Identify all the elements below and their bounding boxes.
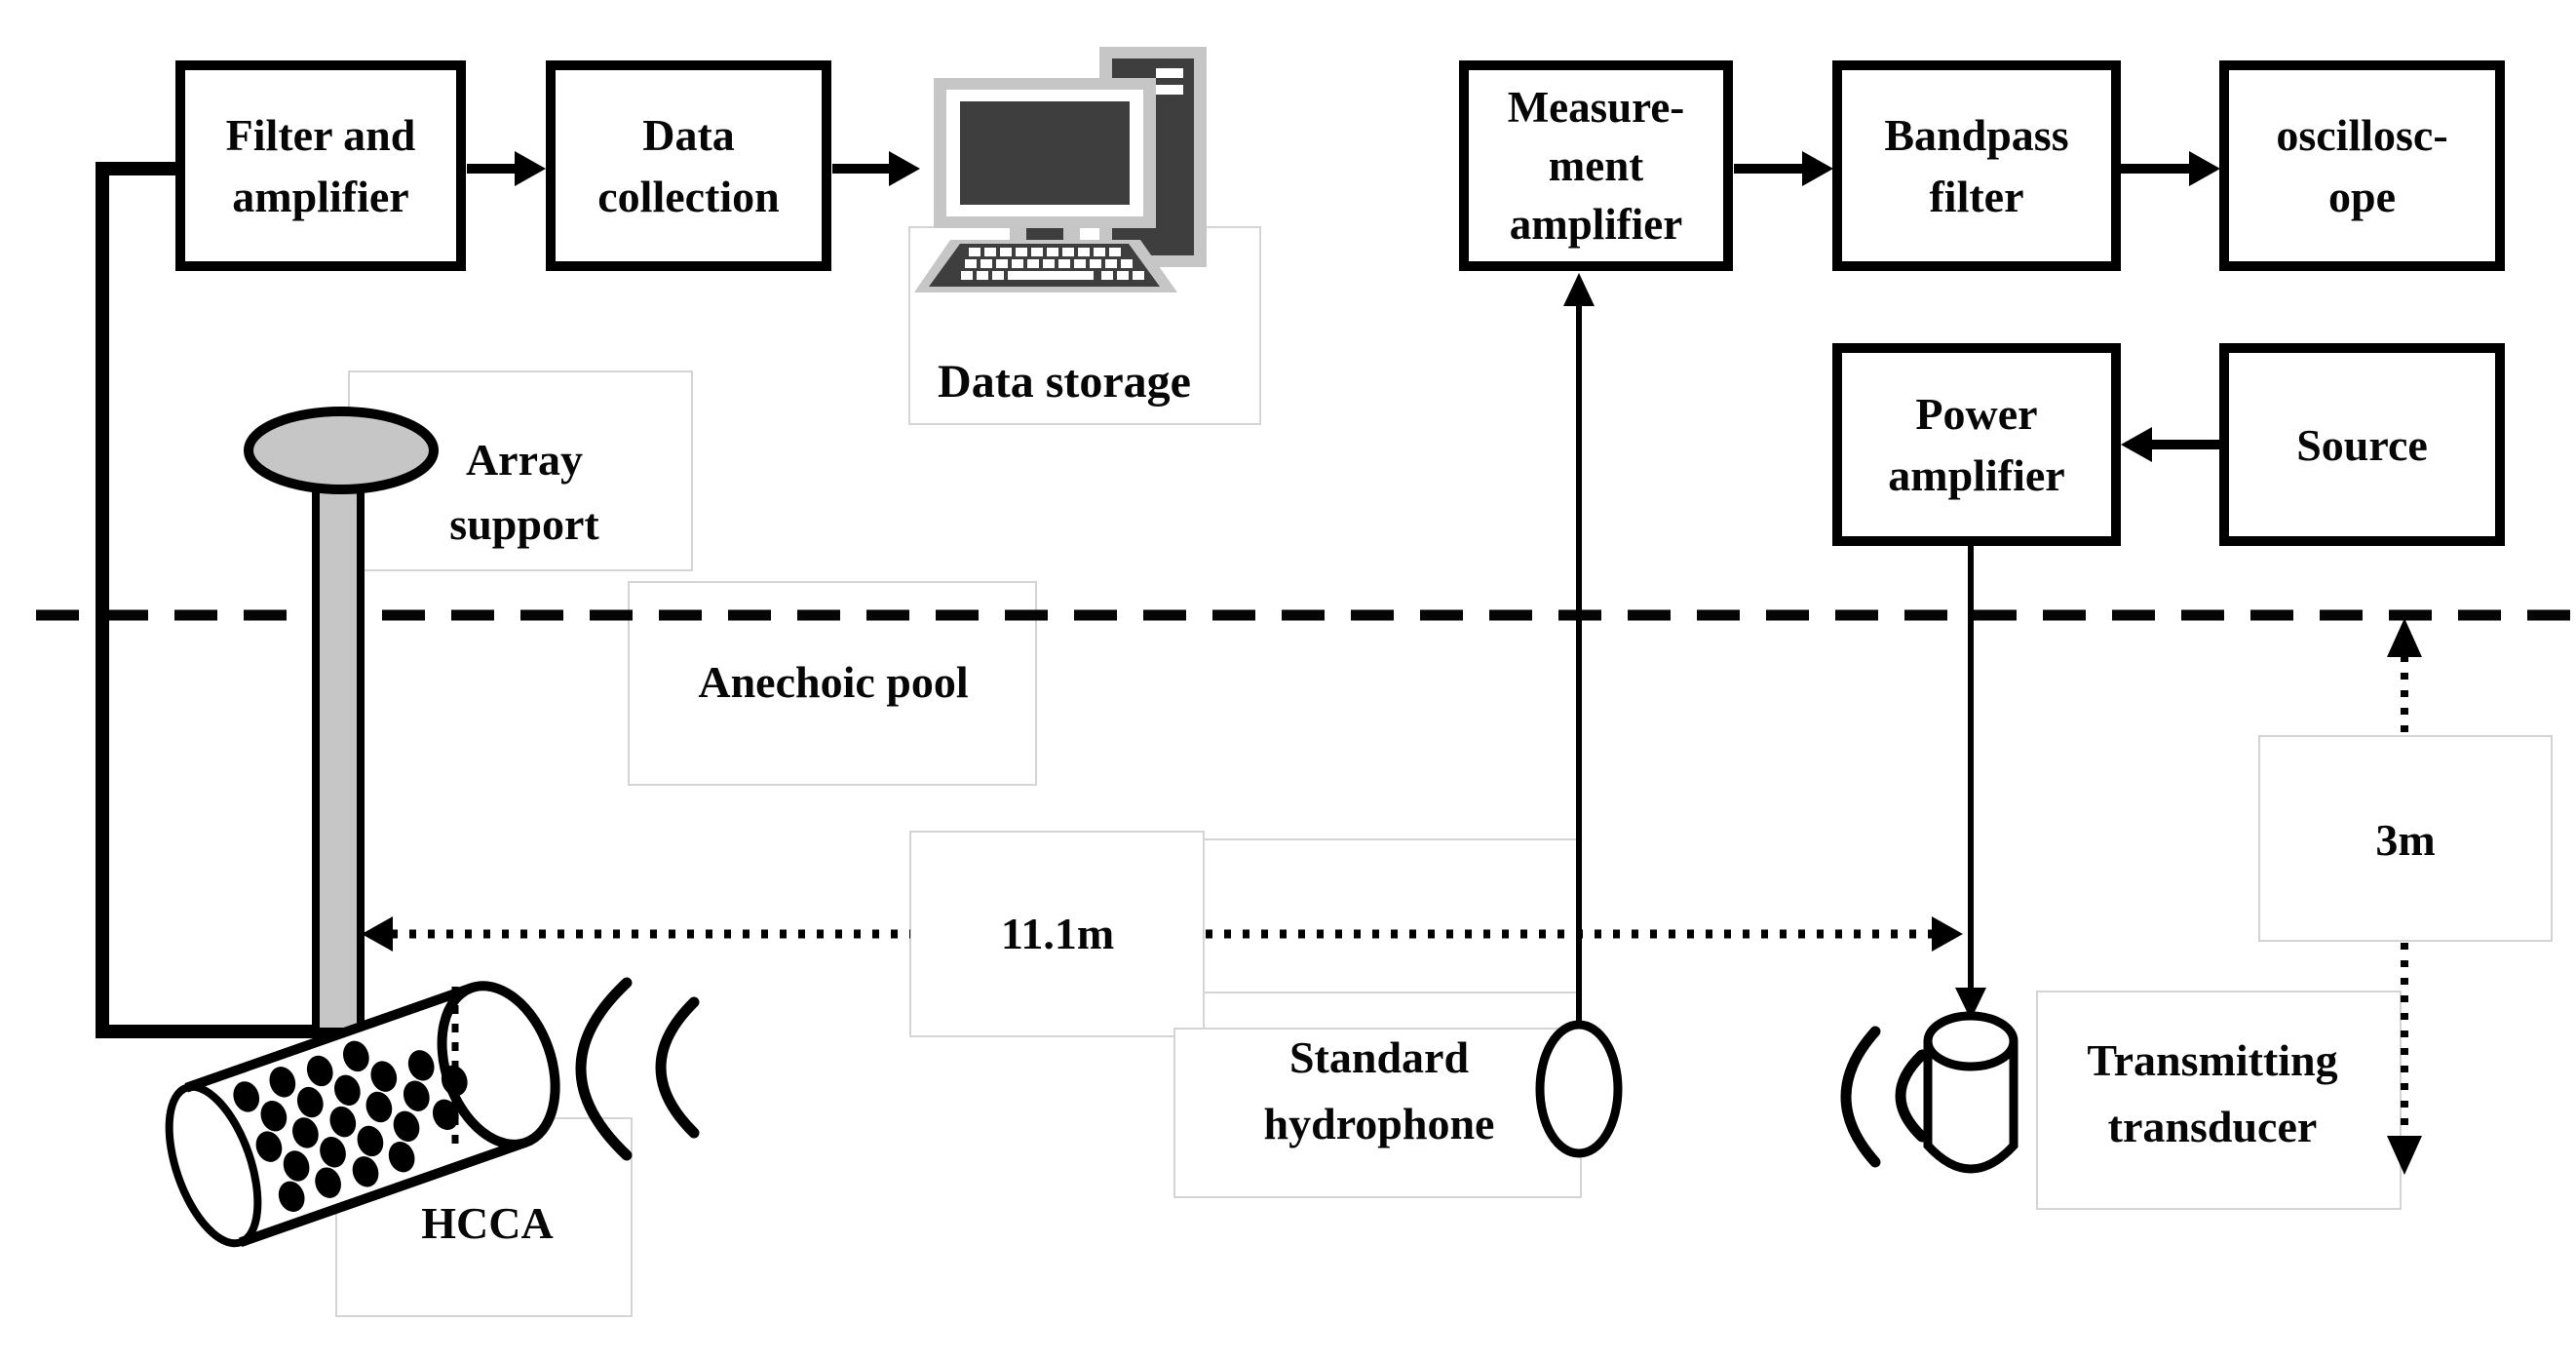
computer-tower-slot (1156, 68, 1183, 78)
standard-hydrophone-label: Standard hydrophone (1264, 1025, 1495, 1157)
distance-11m-label: 11.1m (1001, 902, 1114, 966)
arrowhead-collection-to-storage (889, 151, 920, 186)
arrowhead-source-to-poweramp (2121, 427, 2152, 462)
box-label-line: collection (597, 172, 780, 221)
box-label-line: ment (1548, 141, 1644, 190)
transducer-wave-arcs-icon (1840, 1026, 1928, 1168)
computer-screen (960, 101, 1130, 205)
arrowhead-poweramp-to-transducer (1955, 988, 1986, 1020)
computer-icon (914, 47, 1207, 292)
transmitting-transducer-label: Transmitting transducer (2087, 1028, 2337, 1160)
box-label-line: Power (1915, 389, 2038, 439)
label-line: support (449, 499, 599, 549)
wave-arc-small (1895, 1049, 1928, 1143)
arrowhead-bandpass-to-oscilloscope (2189, 151, 2220, 186)
label-line: Array (465, 435, 584, 485)
box-label-line: ope (2328, 172, 2396, 221)
label-line: Data storage (938, 356, 1191, 408)
frame-distance-vertical (2258, 735, 2553, 942)
hcca-top-edge (184, 983, 474, 1093)
array-support-top (244, 407, 439, 494)
frame-standard-hydrophone (1173, 1028, 1582, 1198)
array-support-label: Array support (449, 428, 598, 557)
arrowhead-measamp-to-bandpass (1802, 151, 1833, 186)
label-line: 3m (2375, 815, 2436, 865)
label-line: Anechoic pool (698, 657, 969, 707)
distance-11m-arrowhead-right (1932, 916, 1963, 952)
distance-arrows (362, 618, 2422, 1175)
box-bandpass-filter: Bandpass filter (1832, 60, 2121, 271)
wave-arc-large (575, 977, 633, 1161)
label-line: Transmitting (2087, 1035, 2338, 1085)
box-label-line: Source (2296, 419, 2428, 470)
hcca-bottom-edge (239, 1138, 527, 1247)
hcca-label: HCCA (421, 1191, 553, 1256)
box-oscilloscope: oscillosc- ope (2219, 60, 2505, 271)
arrowhead-filter-to-collection (515, 151, 546, 186)
distance-3m-arrowhead-up (2387, 618, 2422, 657)
box-filter-amplifier: Filter and amplifier (175, 60, 466, 271)
transducer-body (1923, 1041, 2019, 1174)
computer-keys (961, 248, 1144, 280)
box-measurement-amplifier: Measure- ment amplifier (1459, 60, 1733, 271)
array-signal-cable (96, 162, 333, 1038)
box-label-line: oscillosc- (2276, 110, 2448, 160)
box-power-amplifier: Power amplifier (1832, 343, 2121, 546)
wave-arc-large (1840, 1026, 1881, 1168)
box-label-line: filter (1929, 172, 2024, 221)
label-line: transducer (2107, 1102, 2318, 1151)
hcca-element-dots (233, 1040, 468, 1213)
computer-tower-slot (1156, 85, 1183, 95)
label-line: hydrophone (1263, 1099, 1495, 1148)
computer-stand (1026, 228, 1063, 243)
frame-transmitting-transducer (2036, 991, 2402, 1210)
distance-3m-arrowhead-down (2387, 1136, 2422, 1175)
wave-arc-small (655, 996, 700, 1139)
distance-3m-label: 3m (2375, 808, 2435, 873)
label-line: HCCA (421, 1198, 554, 1248)
frame-distance-horizontal (909, 831, 1205, 1037)
transducer-icon (1923, 1011, 2019, 1174)
label-line: 11.1m (1000, 909, 1115, 958)
box-data-collection: Data collection (546, 60, 831, 271)
transducer-top (1923, 1011, 2019, 1071)
box-label-line: Data (642, 110, 735, 160)
hcca-array-icon (165, 981, 560, 1248)
box-label-line: amplifier (1509, 200, 1683, 249)
box-label-line: Filter and (225, 110, 416, 160)
anechoic-pool-label: Anechoic pool (698, 650, 968, 715)
box-label-line: Bandpass (1884, 110, 2069, 160)
box-source: Source (2219, 343, 2505, 546)
arrowhead-hydrophone-to-measamp (1563, 273, 1595, 306)
frame-blank (1203, 838, 1582, 993)
array-support-pole (312, 454, 365, 1035)
box-label-line: amplifier (1888, 450, 2065, 500)
computer-spacebar (1008, 271, 1094, 280)
data-storage-label: Data storage (938, 350, 1191, 414)
hcca-wave-arcs-icon (575, 977, 700, 1161)
distance-11m-arrowhead-left (362, 916, 393, 952)
flow-arrows (467, 151, 2230, 1026)
box-label-line: amplifier (232, 172, 409, 221)
label-line: Standard (1288, 1032, 1470, 1082)
hydrophone-icon (1535, 1020, 1623, 1158)
box-label-line: Measure- (1507, 83, 1685, 132)
